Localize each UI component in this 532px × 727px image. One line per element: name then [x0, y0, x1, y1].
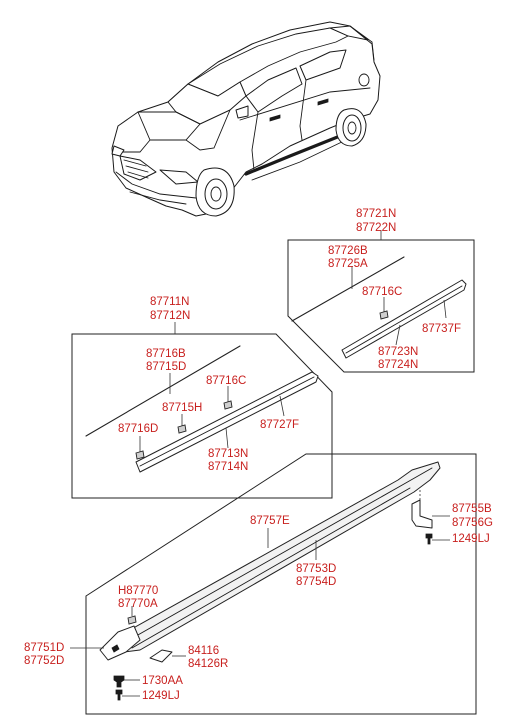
group-box-87711n [71, 333, 333, 499]
group-87711n: 87711N 87712N 87716B 87715D 87716C 87715… [71, 296, 333, 499]
label-87716B: 87716B [146, 348, 186, 360]
label-87711N: 87711N [150, 296, 189, 308]
label-87721N: 87721N [356, 208, 396, 220]
label-87715H: 87715H [162, 402, 202, 414]
label-87725A: 87725A [328, 258, 368, 270]
screw-1249lj-right [425, 533, 433, 545]
car-illustration [111, 21, 381, 217]
end-cap-left [99, 625, 141, 661]
label-87737F: 87737F [422, 323, 461, 335]
label-87716C-top: 87716C [362, 286, 402, 298]
label-87713N: 87713N [208, 448, 248, 460]
label-1730AA: 1730AA [142, 675, 183, 687]
label-H87770: H87770 [118, 585, 158, 597]
group-87751d: 87755B 87756G 1249LJ 87757E 87753D 87754… [24, 453, 493, 715]
label-87756G: 87756G [452, 517, 493, 529]
group-87721n: 87721N 87722N 87726B 87725A 87716C 87737… [287, 208, 475, 373]
screw-1249lj-left [115, 689, 123, 701]
group-box-87751d [85, 453, 477, 715]
label-87722N: 87722N [356, 222, 396, 234]
label-84116: 84116 [188, 645, 219, 657]
label-87716D: 87716D [118, 423, 158, 435]
clip-87716c-top [379, 310, 389, 320]
label-87751D: 87751D [24, 642, 64, 654]
label-87754D: 87754D [296, 576, 336, 588]
clip-87716c-mid [223, 400, 233, 410]
label-87712N: 87712N [150, 310, 190, 322]
clip-87716d [135, 450, 145, 460]
label-87757E: 87757E [250, 515, 290, 527]
label-87727F: 87727F [260, 419, 299, 431]
label-87723N: 87723N [378, 346, 418, 358]
label-87770A: 87770A [118, 598, 158, 610]
label-87755B: 87755B [452, 503, 492, 515]
label-87714N: 87714N [208, 461, 248, 473]
clip-87715h [177, 424, 187, 434]
label-87752D: 87752D [24, 655, 64, 667]
label-87753D: 87753D [296, 563, 336, 575]
strip-87726b [291, 256, 405, 322]
clip-1730aa [113, 675, 125, 688]
group-box-87721n [287, 239, 475, 373]
label-87715D: 87715D [146, 361, 186, 373]
label-1249LJ-right: 1249LJ [452, 533, 490, 545]
label-84126R: 84126R [188, 658, 228, 670]
bracket-87755b [411, 499, 433, 529]
strip-87716b [85, 345, 241, 437]
label-87724N: 87724N [378, 359, 418, 371]
label-1249LJ-left: 1249LJ [142, 690, 180, 702]
clip-h87770 [127, 615, 137, 625]
label-87716C-mid: 87716C [206, 375, 246, 387]
pad-84116 [149, 649, 173, 663]
label-87726B: 87726B [328, 245, 368, 257]
